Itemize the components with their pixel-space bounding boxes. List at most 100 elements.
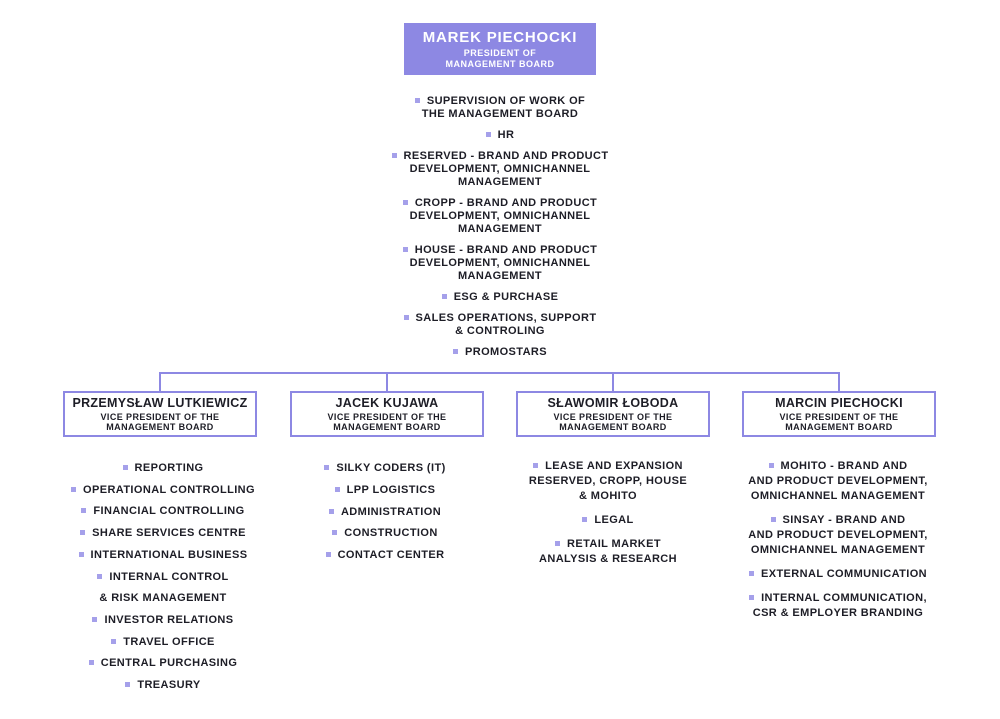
list-item-line: THE MANAGEMENT BOARD — [350, 108, 650, 121]
list-item-text: SHARE SERVICES CENTRE — [92, 527, 246, 540]
list-item-text: SALES OPERATIONS, SUPPORT — [415, 312, 597, 324]
president-title-line-2: MANAGEMENT BOARD — [445, 58, 555, 69]
bullet-square-icon — [533, 463, 539, 468]
list-item-line: SINSAY - BRAND AND — [727, 513, 949, 528]
bullet-square-icon — [441, 294, 447, 299]
list-item-text: AND PRODUCT DEVELOPMENT, — [748, 529, 928, 541]
vp-title-line-2: MANAGEMENT BOARD — [785, 422, 893, 432]
vp-title-line-2: MANAGEMENT BOARD — [559, 422, 667, 432]
list-item-line: PROMOSTARS — [350, 346, 650, 359]
list-item-line: & CONTROLING — [350, 325, 650, 338]
connector-stub-3 — [612, 372, 614, 391]
list-item-text: OMNICHANNEL MANAGEMENT — [750, 544, 926, 556]
bullet-square-icon — [97, 573, 103, 579]
bullet-square-icon — [111, 638, 117, 644]
bullet-square-icon — [88, 660, 94, 666]
list-item-line: CENTRAL PURCHASING — [57, 653, 269, 675]
list-item: TRAVEL OFFICE — [57, 632, 269, 654]
list-item-line: OMNICHANNEL MANAGEMENT — [727, 489, 949, 504]
list-item: SINSAY - BRAND AND AND PRODUCT DEVELOPMEN… — [727, 513, 949, 558]
list-item-line: INTERNAL COMMUNICATION, — [727, 591, 949, 606]
bullet-square-icon — [325, 552, 331, 558]
list-item-text: CROPP - BRAND AND PRODUCT — [414, 197, 598, 209]
list-item-text: LEGAL — [594, 514, 634, 526]
list-item-line: & RISK MANAGEMENT — [57, 588, 269, 610]
list-item: REPORTING — [57, 458, 269, 480]
connector-stub-4 — [838, 372, 840, 391]
list-item-text: CONSTRUCTION — [344, 527, 438, 540]
list-item: ADMINISTRATION — [290, 502, 480, 524]
list-item-text: FINANCIAL CONTROLLING — [93, 505, 245, 518]
bullet-square-icon — [402, 200, 408, 205]
list-item-line: MANAGEMENT — [350, 270, 650, 283]
bullet-square-icon — [122, 465, 128, 470]
list-item: CONSTRUCTION — [290, 523, 480, 545]
president-title: PRESIDENT OF MANAGEMENT BOARD — [446, 48, 555, 69]
vp-title-line-1: VICE PRESIDENT OF THE — [327, 412, 447, 422]
list-item-text: RETAIL MARKET — [566, 538, 661, 550]
president-title-line-1: PRESIDENT OF — [463, 48, 537, 58]
list-item-line: DEVELOPMENT, OMNICHANNEL — [350, 210, 650, 223]
bullet-square-icon — [554, 541, 560, 546]
list-item: CONTACT CENTER — [290, 545, 480, 567]
list-item-text: SUPERVISION OF WORK OF — [426, 95, 586, 107]
list-item-line: DEVELOPMENT, OMNICHANNEL — [350, 257, 650, 270]
bullet-square-icon — [125, 682, 131, 688]
list-item-line: AND PRODUCT DEVELOPMENT, — [727, 474, 949, 489]
list-item: INTERNAL CONTROL& RISK MANAGEMENT — [57, 567, 269, 610]
list-item-line: OMNICHANNEL MANAGEMENT — [727, 543, 949, 558]
list-item-text: OMNICHANNEL MANAGEMENT — [750, 490, 926, 502]
list-item-text: ESG & PURCHASE — [453, 291, 559, 303]
list-item-text: & CONTROLING — [455, 325, 545, 337]
list-item-text: SINSAY - BRAND AND — [782, 514, 906, 526]
bullet-square-icon — [485, 132, 491, 137]
list-item-text: DEVELOPMENT, OMNICHANNEL — [409, 257, 591, 269]
list-item-text: OPERATIONAL CONTROLLING — [83, 483, 255, 496]
bullet-square-icon — [92, 616, 98, 622]
list-item-line: LEGAL — [503, 513, 713, 528]
vp-box-slawomir-loboda: SŁAWOMIR ŁOBODA VICE PRESIDENT OF THE MA… — [516, 391, 710, 437]
list-item: LEGAL — [503, 513, 713, 528]
list-item-line: DEVELOPMENT, OMNICHANNEL — [350, 163, 650, 176]
bullet-square-icon — [770, 517, 776, 522]
list-item-line: LEASE AND EXPANSION — [503, 459, 713, 474]
list-item-line: SUPERVISION OF WORK OF — [350, 95, 650, 108]
list-item: TREASURY — [57, 675, 269, 697]
vp-title: VICE PRESIDENT OF THE MANAGEMENT BOARD — [101, 412, 220, 432]
bullet-square-icon — [749, 595, 755, 600]
list-item-line: SILKY CODERS (IT) — [290, 458, 480, 480]
vp-title: VICE PRESIDENT OF THE MANAGEMENT BOARD — [780, 412, 899, 432]
connector-stub-2 — [386, 372, 388, 391]
list-item-line: RETAIL MARKET — [503, 537, 713, 552]
list-item-line: CONTACT CENTER — [290, 545, 480, 567]
list-item-text: SILKY CODERS (IT) — [336, 462, 446, 474]
list-item-line: EXTERNAL COMMUNICATION — [727, 567, 949, 582]
bullet-square-icon — [78, 551, 84, 557]
list-item-line: TRAVEL OFFICE — [57, 632, 269, 654]
list-item-text: REPORTING — [134, 462, 204, 474]
list-item-text: INTERNATIONAL BUSINESS — [90, 548, 248, 561]
vp-name: SŁAWOMIR ŁOBODA — [547, 396, 679, 410]
list-item: CENTRAL PURCHASING — [57, 653, 269, 675]
vp-name: PRZEMYSŁAW LUTKIEWICZ — [72, 396, 248, 410]
list-item-text: PROMOSTARS — [464, 346, 548, 358]
bullet-square-icon — [403, 315, 409, 320]
bullet-square-icon — [334, 486, 340, 492]
vp-title: VICE PRESIDENT OF THE MANAGEMENT BOARD — [328, 412, 447, 432]
list-item-text: MANAGEMENT — [457, 223, 543, 235]
list-item-line: MANAGEMENT — [350, 223, 650, 236]
list-item-text: HOUSE - BRAND AND PRODUCT — [414, 244, 598, 256]
list-item-text: MANAGEMENT — [457, 270, 543, 282]
list-item-line: ADMINISTRATION — [290, 502, 480, 524]
bullet-square-icon — [324, 465, 330, 470]
list-item-text: CENTRAL PURCHASING — [100, 657, 238, 670]
list-item-text: & RISK MANAGEMENT — [99, 592, 227, 605]
list-item-text: RESERVED, CROPP, HOUSE — [528, 475, 688, 487]
list-item-text: MANAGEMENT — [457, 176, 543, 188]
list-item: PROMOSTARS — [350, 346, 650, 359]
list-item-text: THE MANAGEMENT BOARD — [421, 108, 579, 120]
